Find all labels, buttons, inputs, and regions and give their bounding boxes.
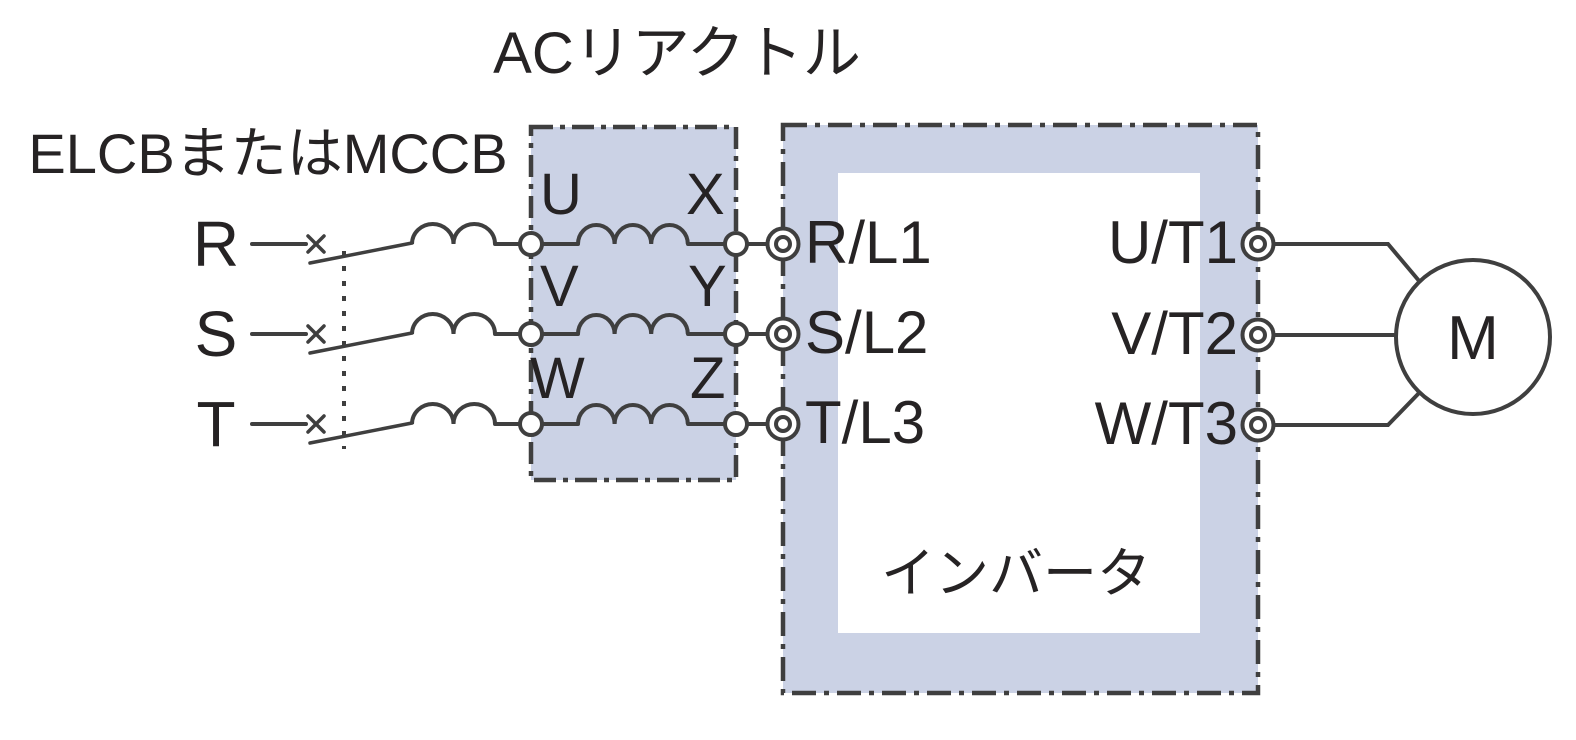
wire-wt3-to-motor	[1272, 390, 1422, 427]
inverter-terminal-label-sl2: S/L2	[805, 299, 928, 366]
reactor-terminal-v-circle	[518, 321, 544, 347]
phase-label-t: T	[196, 388, 235, 460]
reactor-terminal-label-u: U	[540, 162, 582, 227]
terminal-sl2-inner	[774, 325, 792, 343]
inverter-terminal-label-tl3: T/L3	[805, 389, 925, 456]
reactor-terminal-u-circle	[518, 231, 544, 257]
coil-reactor-r	[576, 223, 690, 245]
elcb-mccb-label: ELCBまたはMCCB	[28, 122, 507, 185]
phase-label-s: S	[195, 298, 238, 370]
reactor-terminal-label-x: X	[686, 162, 725, 227]
reactor-terminal-label-z: Z	[690, 346, 725, 411]
phase-row-t	[250, 402, 770, 445]
breaker-blade-t	[308, 421, 414, 445]
reactor-terminal-y-circle	[723, 321, 749, 347]
breaker-contact-x-t	[306, 414, 326, 434]
inverter-label: インバータ	[881, 544, 1151, 604]
inverter-terminal-label-wt3: W/T3	[1095, 390, 1238, 457]
terminal-vt2-inner	[1249, 326, 1267, 344]
reactor-terminal-label-v: V	[540, 254, 579, 319]
coil-reactor-t	[576, 403, 690, 425]
motor-circle	[1394, 258, 1552, 416]
coil-reactor-s	[576, 313, 690, 335]
reactor-terminal-z-circle	[723, 411, 749, 437]
ac-reactor-title: ACリアクトル	[493, 21, 861, 86]
reactor-terminal-x-circle	[723, 231, 749, 257]
phase-label-r: R	[193, 208, 239, 280]
terminal-wt3-inner	[1249, 416, 1267, 434]
coil-supply-t	[410, 402, 497, 425]
breaker-contact-x-s	[306, 324, 326, 344]
inverter-terminal-label-ut1: U/T1	[1108, 209, 1238, 276]
breaker-blade-s	[308, 331, 414, 355]
motor-wires	[1272, 242, 1422, 427]
terminal-rl1-inner	[774, 235, 792, 253]
inverter-terminal-label-vt2: V/T2	[1111, 300, 1238, 367]
breaker-contact-x-r	[306, 234, 326, 254]
motor-label: M	[1447, 304, 1499, 373]
breaker-blade-r	[308, 241, 414, 265]
wire-ut1-to-motor	[1272, 242, 1422, 284]
ac-reactor-box	[528, 124, 739, 483]
coil-supply-s	[410, 312, 497, 335]
inverter-terminal-label-rl1: R/L1	[805, 209, 932, 276]
phase-row-r	[250, 222, 770, 265]
coil-supply-r	[410, 222, 497, 245]
phase-row-s	[250, 312, 770, 355]
inverter-output-terminals	[1240, 226, 1276, 443]
terminal-tl3-inner	[774, 415, 792, 433]
reactor-terminal-w-circle	[518, 411, 544, 437]
reactor-terminal-label-y: Y	[688, 254, 727, 319]
inverter-input-terminals	[765, 226, 801, 442]
inverter-inner-panel	[838, 173, 1200, 633]
terminal-ut1-inner	[1249, 235, 1267, 253]
reactor-terminal-label-w: W	[530, 346, 585, 411]
